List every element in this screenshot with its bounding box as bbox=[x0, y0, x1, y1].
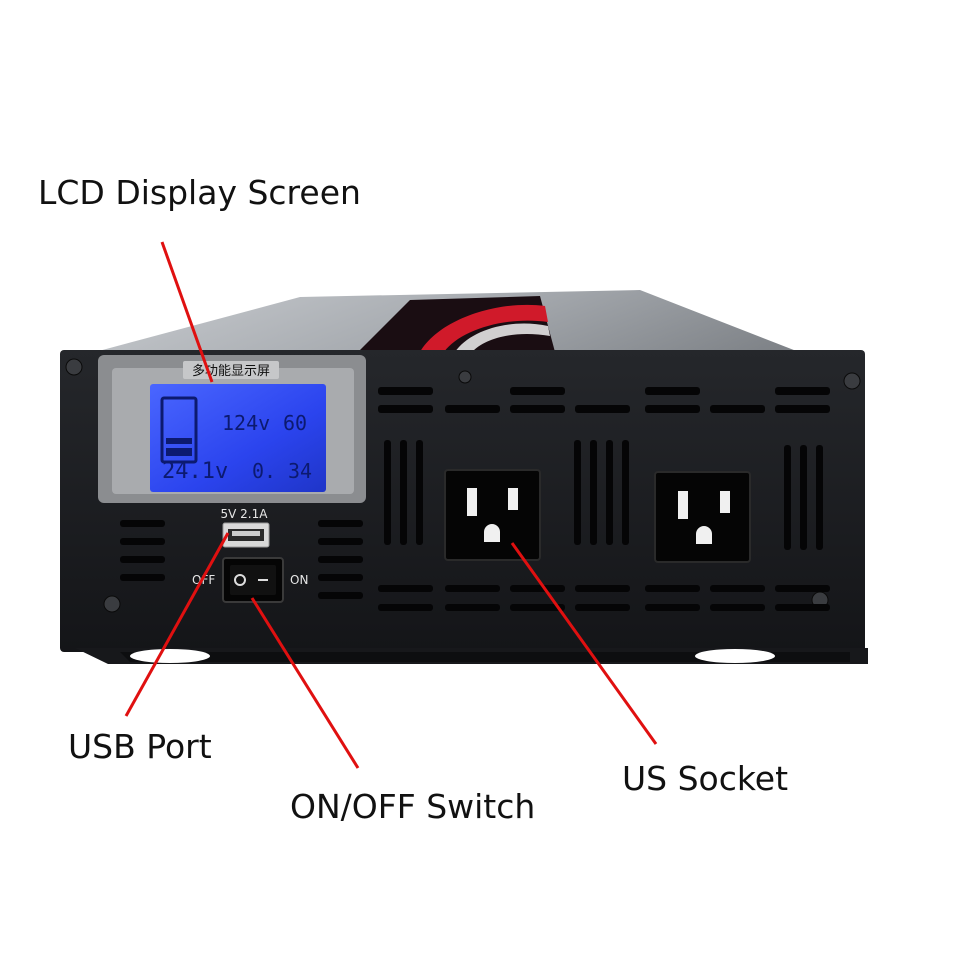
lcd-panel-title: 多功能显示屏 bbox=[192, 363, 270, 379]
vertical-vents bbox=[384, 440, 823, 550]
mounting-bracket bbox=[75, 648, 868, 664]
on-off-switch-label: ON/OFF Switch bbox=[290, 787, 536, 826]
callout-lines bbox=[124, 241, 658, 769]
lcd-readout-top-right: 60 bbox=[283, 411, 307, 435]
lcd-display-label: LCD Display Screen bbox=[38, 173, 361, 212]
us-socket-label: US Socket bbox=[622, 759, 789, 798]
lcd-display: 多功能显示屏 124v 60 24.1v 0. 34 bbox=[98, 355, 366, 503]
callout-line-switch bbox=[250, 597, 360, 769]
usb-port[interactable]: 5V 2.1A bbox=[221, 507, 270, 548]
callout-line-socket bbox=[510, 542, 658, 745]
lcd-readout-top-middle: 124v bbox=[222, 411, 270, 435]
switch-on-label: ON bbox=[290, 573, 308, 587]
us-socket-right[interactable] bbox=[654, 471, 751, 563]
lcd-readout-bottom-left: 24.1v bbox=[162, 459, 228, 484]
lcd-readout-bottom-middle: 0. bbox=[252, 459, 276, 483]
battery-icon bbox=[160, 396, 198, 464]
us-socket-left[interactable] bbox=[444, 469, 541, 561]
lcd-readout-bottom-right: 34 bbox=[288, 459, 312, 483]
switch-off-label: OFF bbox=[192, 573, 215, 587]
horizontal-vents bbox=[120, 387, 830, 611]
callout-line-usb bbox=[124, 532, 230, 717]
usb-port-label: USB Port bbox=[68, 727, 212, 766]
usb-rating-label: 5V 2.1A bbox=[221, 507, 269, 521]
callout-line-lcd bbox=[160, 241, 214, 383]
